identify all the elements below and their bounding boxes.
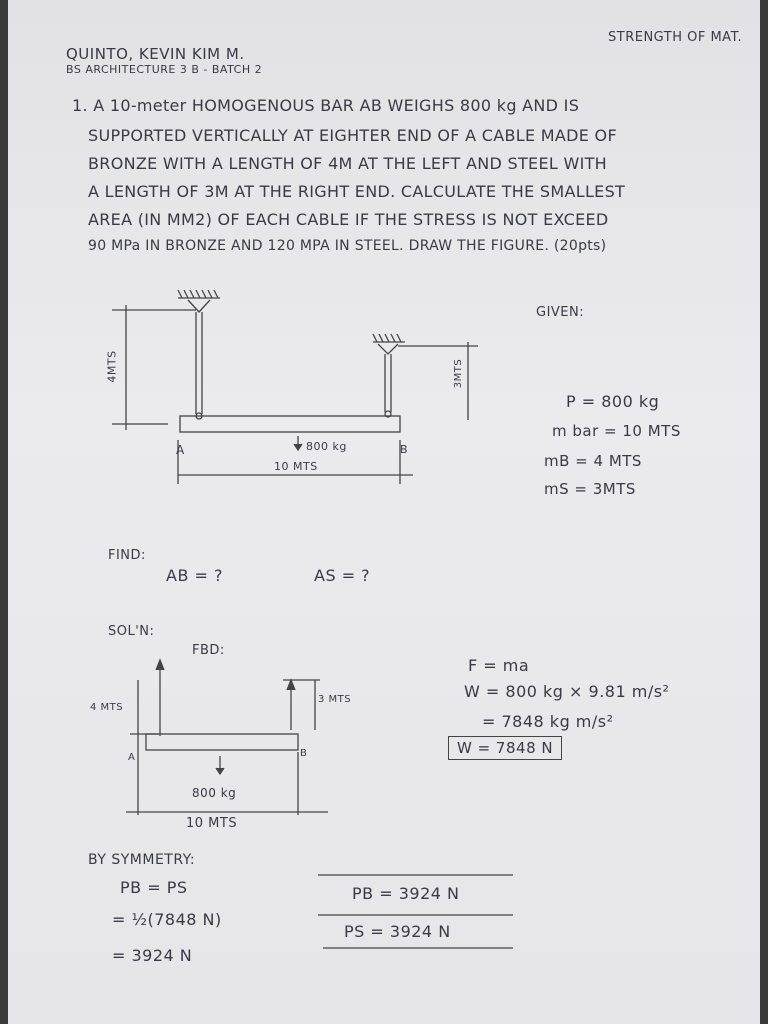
right-support-hatch xyxy=(372,333,402,343)
student-name: QUINTO, KEVIN KIM M. xyxy=(66,45,245,63)
right-height-label: 3MTS xyxy=(453,358,465,389)
eq-fma: F = ma xyxy=(468,656,530,675)
eq-weight-value: = 7848 kg m/s² xyxy=(482,712,614,731)
problem-statement: 1. A 10-meter HOMOGENOUS BAR AB WEIGHS 8… xyxy=(72,96,752,266)
find-ab: AB = ? xyxy=(166,566,223,585)
given-heading: GIVEN: xyxy=(536,305,585,320)
given-mbar: m bar = 10 MTS xyxy=(552,422,681,440)
symmetry-eq3: = 3924 N xyxy=(112,946,193,965)
problem-line-4: A LENGTH OF 3M AT THE RIGHT END. CALCULA… xyxy=(88,182,626,201)
point-b-label: B xyxy=(400,443,409,456)
subject-label: STRENGTH OF MAT. xyxy=(608,30,743,45)
point-a-label: A xyxy=(176,443,185,457)
find-heading: FIND: xyxy=(108,548,146,563)
symmetry-heading: BY SYMMETRY: xyxy=(88,852,196,868)
given-ms: mS = 3MTS xyxy=(544,480,636,498)
symmetry-eq2: = ½(7848 N) xyxy=(112,910,222,929)
given-p: P = 800 kg xyxy=(566,392,660,411)
result-pb: PB = 3924 N xyxy=(352,884,460,903)
bar-length-label: 10 MTS xyxy=(274,460,318,473)
fbd-heading: FBD: xyxy=(192,643,225,658)
fbd-left-arrowhead xyxy=(155,658,165,671)
right-pin xyxy=(384,410,392,418)
find-as: AS = ? xyxy=(314,566,371,585)
worksheet-page: STRENGTH OF MAT. QUINTO, KEVIN KIM M. BS… xyxy=(8,0,760,1024)
fbd-right-label: 3 MTS xyxy=(318,694,352,705)
load-arrow-head xyxy=(293,443,303,452)
sketch-layer xyxy=(112,289,513,949)
fbd-length-label: 10 MTS xyxy=(186,816,238,831)
fbd-a-label: A xyxy=(128,752,136,763)
problem-line-3: BRONZE WITH A LENGTH OF 4M AT THE LEFT A… xyxy=(88,154,608,173)
result-ps: PS = 3924 N xyxy=(344,922,451,941)
problem-line-5: AREA (IN MM2) OF EACH CABLE IF THE STRES… xyxy=(88,210,609,229)
fbd-left-label: 4 MTS xyxy=(90,702,124,713)
course-label: BS ARCHITECTURE 3 B - BATCH 2 xyxy=(66,63,263,76)
symmetry-eq1: PB = PS xyxy=(120,878,188,897)
fbd-right-arrowhead xyxy=(286,678,296,691)
load-label: 800 kg xyxy=(306,440,347,453)
fbd-load-label: 800 kg xyxy=(192,786,237,800)
eq-weight-result: W = 7848 N xyxy=(448,736,563,760)
fbd-b-label: B xyxy=(300,748,308,759)
bar-ab xyxy=(179,415,401,433)
right-hinge xyxy=(377,343,399,355)
left-height-label: 4MTS xyxy=(105,350,119,383)
problem-line-1: 1. A 10-meter HOMOGENOUS BAR AB WEIGHS 8… xyxy=(72,96,580,115)
fbd-bar xyxy=(145,733,299,751)
left-hinge xyxy=(187,299,211,313)
left-support-hatch xyxy=(177,289,219,299)
fbd-load-head xyxy=(215,767,225,776)
given-mb: mB = 4 MTS xyxy=(544,452,642,470)
problem-line-2: SUPPORTED VERTICALLY AT EIGHTER END OF A… xyxy=(88,126,617,145)
problem-line-6: 90 MPa IN BRONZE AND 120 MPA IN STEEL. D… xyxy=(88,238,607,254)
eq-weight: W = 800 kg × 9.81 m/s² xyxy=(464,682,670,701)
solution-heading: SOL'N: xyxy=(108,624,155,639)
